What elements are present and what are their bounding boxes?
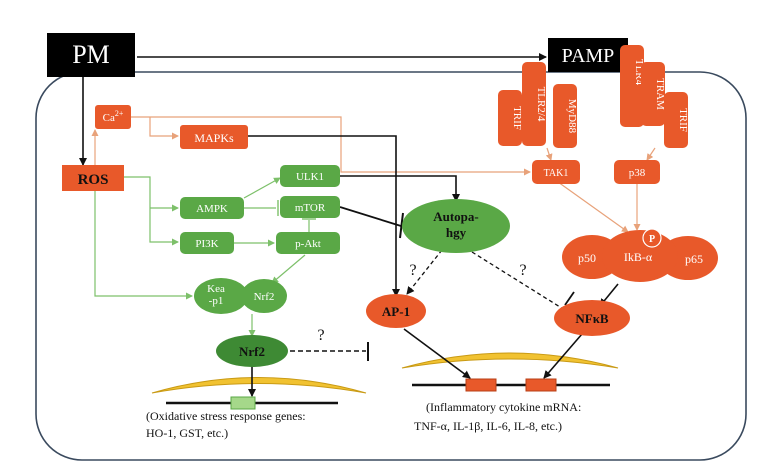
mapks-label: MAPKs bbox=[194, 131, 234, 145]
dashed-autophagy-nfkb bbox=[471, 251, 569, 313]
caption-inflammatory-line1: (Inflammatory cytokine mRNA: bbox=[426, 400, 581, 414]
arrow-ca-mapks bbox=[149, 117, 179, 140]
autophagy-label: Autopa-hgy bbox=[433, 209, 479, 240]
nrf2-bound-node bbox=[241, 279, 287, 313]
receptor-trif-left: TRIF bbox=[498, 90, 523, 146]
phospho-label: P bbox=[649, 234, 655, 245]
ca-node bbox=[95, 105, 131, 129]
nucleus-membrane-left bbox=[151, 377, 367, 394]
mtor-label: mTOR bbox=[295, 202, 326, 214]
p65-label: p65 bbox=[685, 252, 703, 266]
arrow-nfkb-gene bbox=[543, 333, 583, 379]
ros-node bbox=[62, 165, 124, 191]
mapks-node bbox=[180, 125, 248, 149]
nrf2-bound-label: Nrf2 bbox=[254, 291, 275, 303]
ulk1-node bbox=[280, 165, 340, 187]
arrow-ampk-ulk1 bbox=[243, 177, 281, 199]
tak1-label: TAK1 bbox=[544, 168, 569, 179]
arrow-mapks-ap1 bbox=[248, 135, 400, 297]
inhibit-mtor-autophagy bbox=[339, 206, 402, 227]
line-ros-branch bbox=[123, 176, 179, 246]
pm-box bbox=[47, 33, 135, 77]
dashed-autophagy-nfkb-bar bbox=[564, 291, 575, 306]
keap1-label: Kea-p1 bbox=[207, 283, 225, 307]
question-mark-nfkb: ? bbox=[519, 262, 526, 279]
caption-oxidative-line2: HO-1, GST, etc.) bbox=[146, 426, 228, 440]
tak1-node bbox=[532, 160, 580, 184]
arrow-tak1-ikba bbox=[557, 181, 629, 233]
gene-box-oxidative bbox=[230, 396, 256, 410]
cell-outline bbox=[35, 71, 747, 461]
nrf2-label: Nrf2 bbox=[239, 344, 265, 359]
svg-text:MyD88: MyD88 bbox=[566, 99, 578, 134]
ampk-label: AMPK bbox=[196, 203, 228, 215]
svg-text:TLR2/4: TLR2/4 bbox=[535, 87, 547, 122]
pm-label: PM bbox=[72, 40, 110, 69]
ikba-label: IkB-α bbox=[624, 250, 653, 264]
pakt-label: p-Akt bbox=[295, 238, 321, 250]
svg-text:TRIF: TRIF bbox=[677, 108, 689, 132]
caption-oxidative-line1: (Oxidative stress response genes: bbox=[146, 409, 306, 423]
mtor-node bbox=[280, 196, 340, 218]
question-mark-nrf2: ? bbox=[317, 327, 324, 344]
ampk-node bbox=[180, 197, 244, 219]
pamp-label: PAMP bbox=[562, 45, 615, 67]
nfkb-label: NFκB bbox=[575, 311, 609, 326]
gene-box-inflammatory-2 bbox=[525, 378, 557, 392]
ca-label: Ca2+ bbox=[103, 109, 124, 124]
p38-node bbox=[614, 160, 660, 184]
receptor-trif-right: TRIF bbox=[664, 92, 689, 148]
pakt-node bbox=[276, 232, 340, 254]
phospho-badge bbox=[642, 228, 662, 248]
keap1-node bbox=[194, 278, 248, 314]
gene-box-inflammatory-1 bbox=[465, 378, 497, 392]
pamp-box bbox=[548, 38, 628, 72]
autophagy-node bbox=[402, 199, 510, 253]
arrow-ap1-gene bbox=[403, 328, 471, 379]
receptor-myd88: MyD88 bbox=[553, 84, 578, 148]
arrow-receptors-tak1 bbox=[545, 147, 553, 161]
p50-label: p50 bbox=[578, 251, 596, 265]
nrf2-node bbox=[216, 335, 288, 367]
receptor-tlr24: TLR2/4 bbox=[522, 62, 547, 146]
pi3k-label: PI3K bbox=[195, 238, 218, 250]
inhibit-mtor-autophagy-bar bbox=[399, 212, 404, 239]
question-mark-ap1: ? bbox=[409, 262, 416, 279]
ap1-node bbox=[366, 294, 426, 328]
p38-label: p38 bbox=[629, 167, 646, 179]
arrow-receptors-p38 bbox=[646, 147, 656, 161]
pi3k-node bbox=[180, 232, 234, 254]
svg-text:TRAM: TRAM bbox=[654, 78, 666, 110]
svg-text:TRIF: TRIF bbox=[511, 106, 523, 130]
ulk1-label: ULK1 bbox=[296, 171, 324, 183]
nucleus-membrane-right bbox=[401, 352, 619, 369]
line-ca-tak1 bbox=[130, 116, 531, 176]
arrow-pakt-keap1 bbox=[271, 254, 306, 284]
arrow-ros-keap1 bbox=[94, 190, 193, 300]
nfkb-node bbox=[554, 300, 630, 336]
caption-inflammatory-line2: TNF-α, IL-1β, IL-6, IL-8, etc.) bbox=[414, 419, 562, 433]
ap1-label: AP-1 bbox=[382, 304, 410, 319]
receptor-tram: TRAM bbox=[641, 62, 666, 126]
dashed-autophagy-ap1 bbox=[406, 249, 443, 295]
arrow-ulk1-autophagy bbox=[340, 175, 460, 202]
ros-label: ROS bbox=[78, 172, 109, 188]
